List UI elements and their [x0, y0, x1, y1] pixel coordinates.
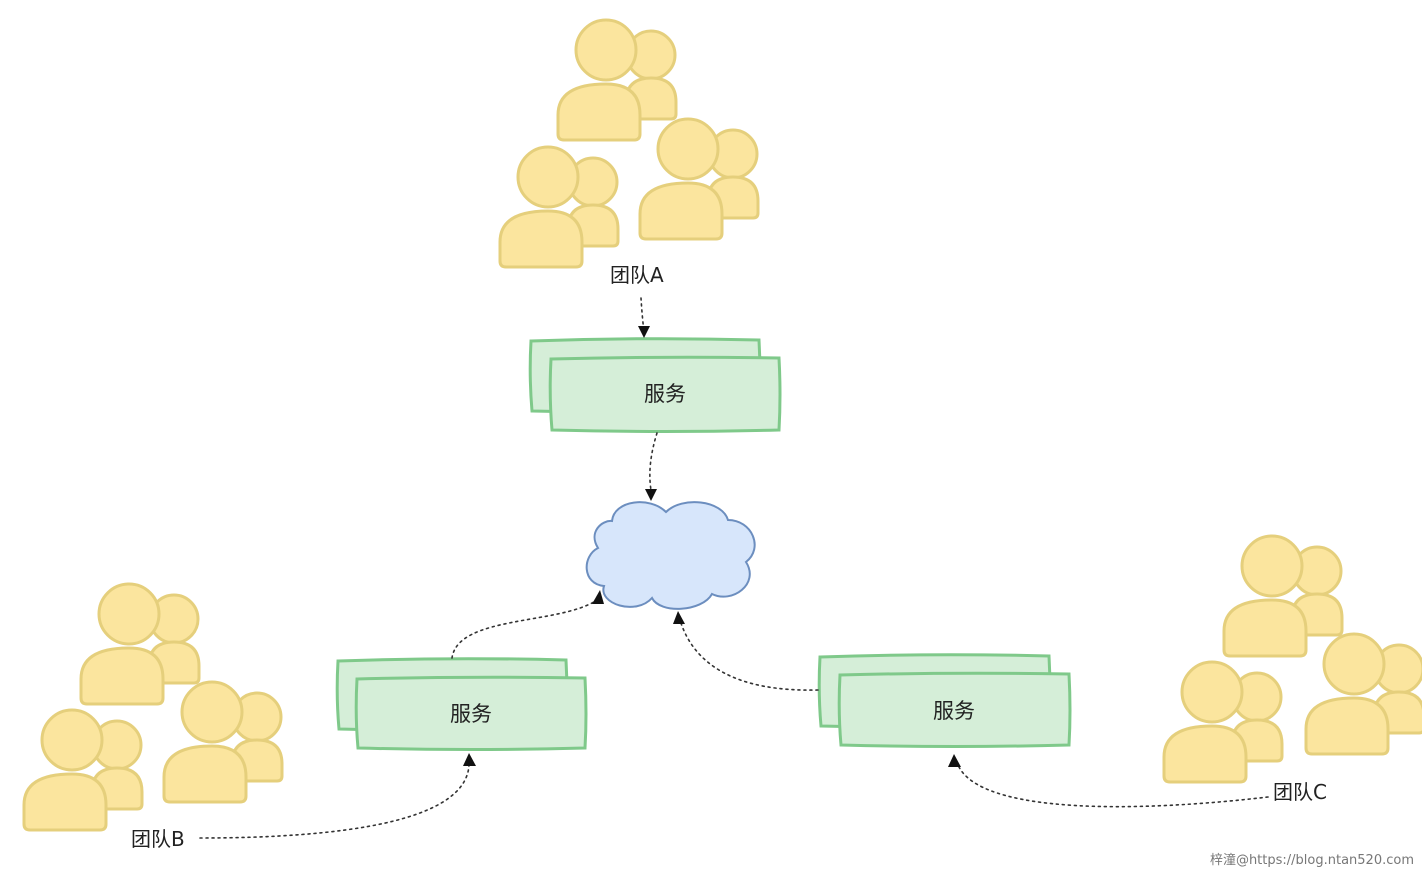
person-group-icon	[556, 18, 678, 142]
service-a-front-card	[548, 355, 782, 433]
person-group-icon	[79, 582, 201, 706]
service-c-to-cloud-connector	[679, 619, 819, 691]
arrow-down-icon	[645, 489, 657, 501]
service-b-to-cloud-connector	[451, 599, 598, 659]
service-c-front-card	[837, 671, 1072, 748]
service-b-front-card	[354, 675, 588, 751]
person-group-icon	[498, 145, 620, 269]
watermark-text: 梓潼@https://blog.ntan520.com	[1209, 853, 1414, 868]
arrow-down-icon	[638, 326, 650, 338]
team-a-people	[498, 18, 760, 269]
person-group-icon	[1304, 632, 1422, 756]
service-c[interactable]	[817, 653, 1072, 748]
arrow-up-icon	[673, 611, 685, 624]
person-group-icon	[1162, 660, 1284, 784]
service-b-label: 服务	[450, 702, 492, 726]
arrow-up-icon	[948, 754, 961, 767]
service-a-label: 服务	[644, 382, 686, 406]
team-a-label: 团队A	[610, 263, 664, 287]
cloud-icon	[585, 501, 756, 610]
person-group-icon	[1222, 534, 1344, 658]
service-c-label: 服务	[933, 699, 975, 723]
team-b-to-service-connector	[199, 764, 470, 839]
service-b[interactable]	[335, 657, 588, 751]
service-a[interactable]	[528, 337, 782, 433]
arrowheads	[463, 326, 961, 767]
arrow-up-icon	[592, 590, 604, 604]
person-group-icon	[22, 708, 144, 832]
person-group-icon	[162, 680, 284, 804]
team-b-people	[22, 582, 284, 832]
team-b-label: 团队B	[131, 827, 185, 851]
team-c-people	[1162, 534, 1422, 784]
service-a-to-cloud-connector	[649, 432, 658, 491]
team-c-label: 团队C	[1273, 780, 1327, 804]
person-group-icon	[638, 117, 760, 241]
arrow-up-icon	[463, 753, 476, 766]
